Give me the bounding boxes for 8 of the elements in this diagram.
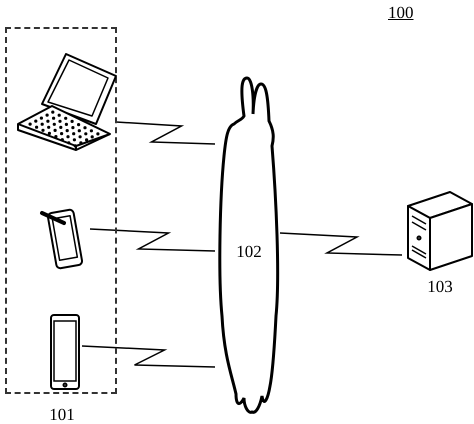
reference-numeral: 101 [49,406,75,423]
wireless-link [90,228,216,252]
wireless-link [116,121,216,145]
reference-numeral: 102 [236,243,262,260]
reference-numeral: 103 [427,278,453,295]
wireless-link [280,232,402,256]
figure-number: 100 [388,4,414,21]
wireless-link [82,345,216,368]
